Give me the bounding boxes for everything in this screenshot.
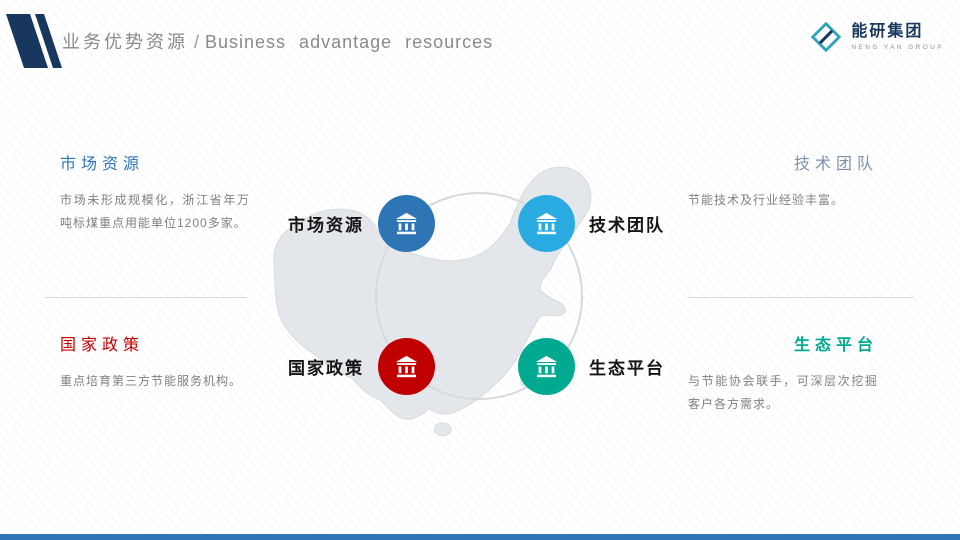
logo-company-subtitle: NENG YAN GROUP <box>851 43 944 51</box>
node-label-platform: 生态平台 <box>589 358 665 379</box>
node-label-policy: 国家政策 <box>288 358 364 379</box>
section-platform: 生态平台 与节能协会联手，可深层次挖掘客户各方需求。 <box>688 331 878 416</box>
diagram-node-market: 市场资源 <box>287 194 435 252</box>
section-platform-body: 与节能协会联手，可深层次挖掘客户各方需求。 <box>688 374 878 411</box>
diagram-node-team: 技术团队 <box>518 194 665 252</box>
bank-icon <box>518 194 575 252</box>
left-divider <box>45 297 247 298</box>
right-divider <box>688 297 914 298</box>
section-team-body: 节能技术及行业经验丰富。 <box>688 193 845 207</box>
title-separator: / <box>194 32 200 52</box>
company-logo: 能研集团 NENG YAN GROUP <box>809 20 944 54</box>
logo-icon <box>811 21 842 53</box>
bank-icon <box>378 337 435 395</box>
page-title: 业务优势资源 /Business advantage resources <box>62 28 493 54</box>
section-platform-heading: 生态平台 <box>793 337 878 354</box>
node-label-market: 市场资源 <box>288 215 364 236</box>
section-market-body: 市场未形成规模化，浙江省年万吨标煤重点用能单位1200多家。 <box>60 193 250 230</box>
section-market: 市场资源 市场未形成规模化，浙江省年万吨标煤重点用能单位1200多家。 <box>60 150 250 235</box>
corner-flag-decoration <box>6 14 62 68</box>
section-policy-body: 重点培育第三方节能服务机构。 <box>60 374 243 388</box>
diagram-node-policy: 国家政策 <box>287 337 435 395</box>
node-label-team: 技术团队 <box>589 215 665 236</box>
section-market-heading: 市场资源 <box>60 156 145 173</box>
page-title-zh: 业务优势资源 <box>62 32 188 52</box>
section-team-heading: 技术团队 <box>793 156 878 173</box>
page-title-en: Business advantage resources <box>205 32 494 52</box>
diagram-node-platform: 生态平台 <box>518 337 665 395</box>
bottom-accent-bar <box>0 534 960 540</box>
section-policy: 国家政策 重点培育第三方节能服务机构。 <box>60 331 250 393</box>
connector-ring <box>375 192 583 400</box>
logo-company-name: 能研集团 <box>851 23 924 41</box>
bank-icon <box>378 194 435 252</box>
section-policy-heading: 国家政策 <box>60 337 145 354</box>
logo-text: 能研集团 NENG YAN GROUP <box>851 23 944 51</box>
section-team: 技术团队 节能技术及行业经验丰富。 <box>688 150 878 212</box>
bank-icon <box>518 337 575 395</box>
